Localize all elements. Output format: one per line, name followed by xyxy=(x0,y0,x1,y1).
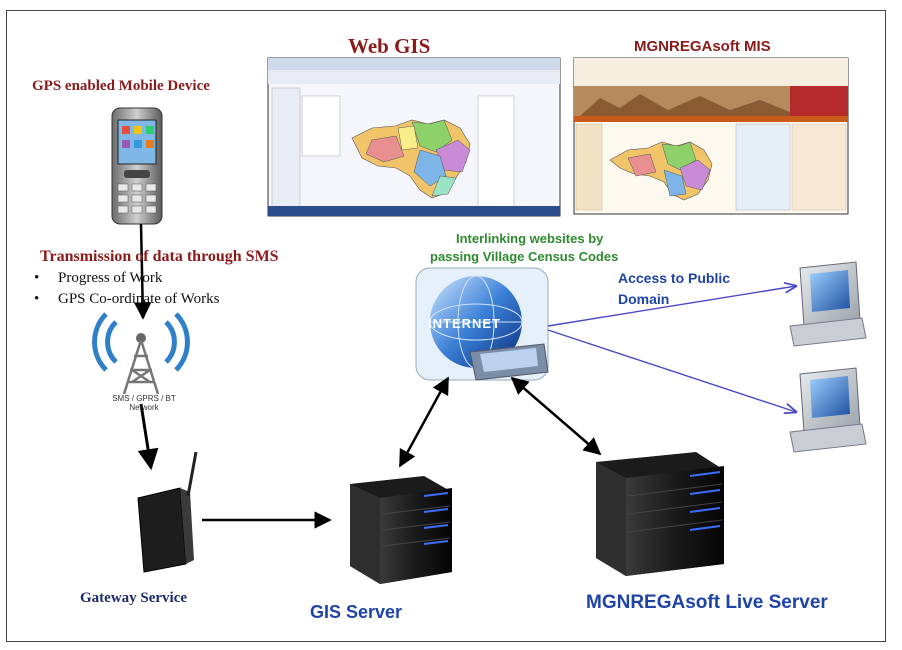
arrow-internet-to-computer-2 xyxy=(547,329,796,412)
transmission-label: Transmission of data through SMS xyxy=(40,248,279,265)
internet-globe-icon xyxy=(415,267,549,381)
public-computer-icon-1 xyxy=(789,261,867,347)
access-public-domain-label: Access to Public Domain xyxy=(618,268,730,310)
live-server-icon xyxy=(596,452,724,576)
web-gis-label: Web GIS xyxy=(348,34,431,58)
tower-label: SMS / GPRS / BT Network xyxy=(104,394,184,412)
gateway-device-icon xyxy=(137,451,198,573)
gis-server-label: GIS Server xyxy=(310,602,403,622)
gis-server-icon xyxy=(350,476,452,584)
interlinking-label: Interlinking websites by passing Village… xyxy=(430,230,618,266)
transmission-bullets: Progress of Work GPS Co-ordinate of Work… xyxy=(34,268,219,310)
interlinking-line-2: passing Village Census Codes xyxy=(430,249,619,264)
mobile-phone-icon xyxy=(111,107,163,225)
gps-device-label: GPS enabled Mobile Device xyxy=(32,78,210,94)
gujarat-map-1 xyxy=(351,119,471,199)
gujarat-map-2 xyxy=(609,141,713,201)
internet-label: INTERNET xyxy=(428,316,501,331)
mis-label: MGNREGAsoft MIS xyxy=(634,38,771,55)
diagram-frame xyxy=(6,10,886,642)
access-line-2: Domain xyxy=(618,291,670,307)
public-computer-icon-2 xyxy=(789,367,867,453)
arrow-gis-server-internet xyxy=(398,376,450,468)
arrow-internet-live-server xyxy=(510,376,602,456)
network-tower-icon xyxy=(92,312,190,395)
tower-line-2: Network xyxy=(129,403,159,412)
live-server-label: MGNREGAsoft Live Server xyxy=(586,592,828,613)
arrow-tower-to-gateway xyxy=(137,403,159,471)
gateway-service-label: Gateway Service xyxy=(80,590,188,606)
mis-screenshot xyxy=(573,57,849,215)
bullet-gps-coordinates: GPS Co-ordinate of Works xyxy=(34,289,219,310)
tower-line-1: SMS / GPRS / BT xyxy=(112,394,176,403)
arrow-internet-to-computer-1 xyxy=(547,286,796,327)
bullet-progress: Progress of Work xyxy=(34,268,219,289)
connectors xyxy=(133,223,796,529)
web-gis-screenshot xyxy=(267,57,561,217)
access-line-1: Access to Public xyxy=(618,270,731,286)
interlinking-line-1: Interlinking websites by xyxy=(456,231,604,246)
